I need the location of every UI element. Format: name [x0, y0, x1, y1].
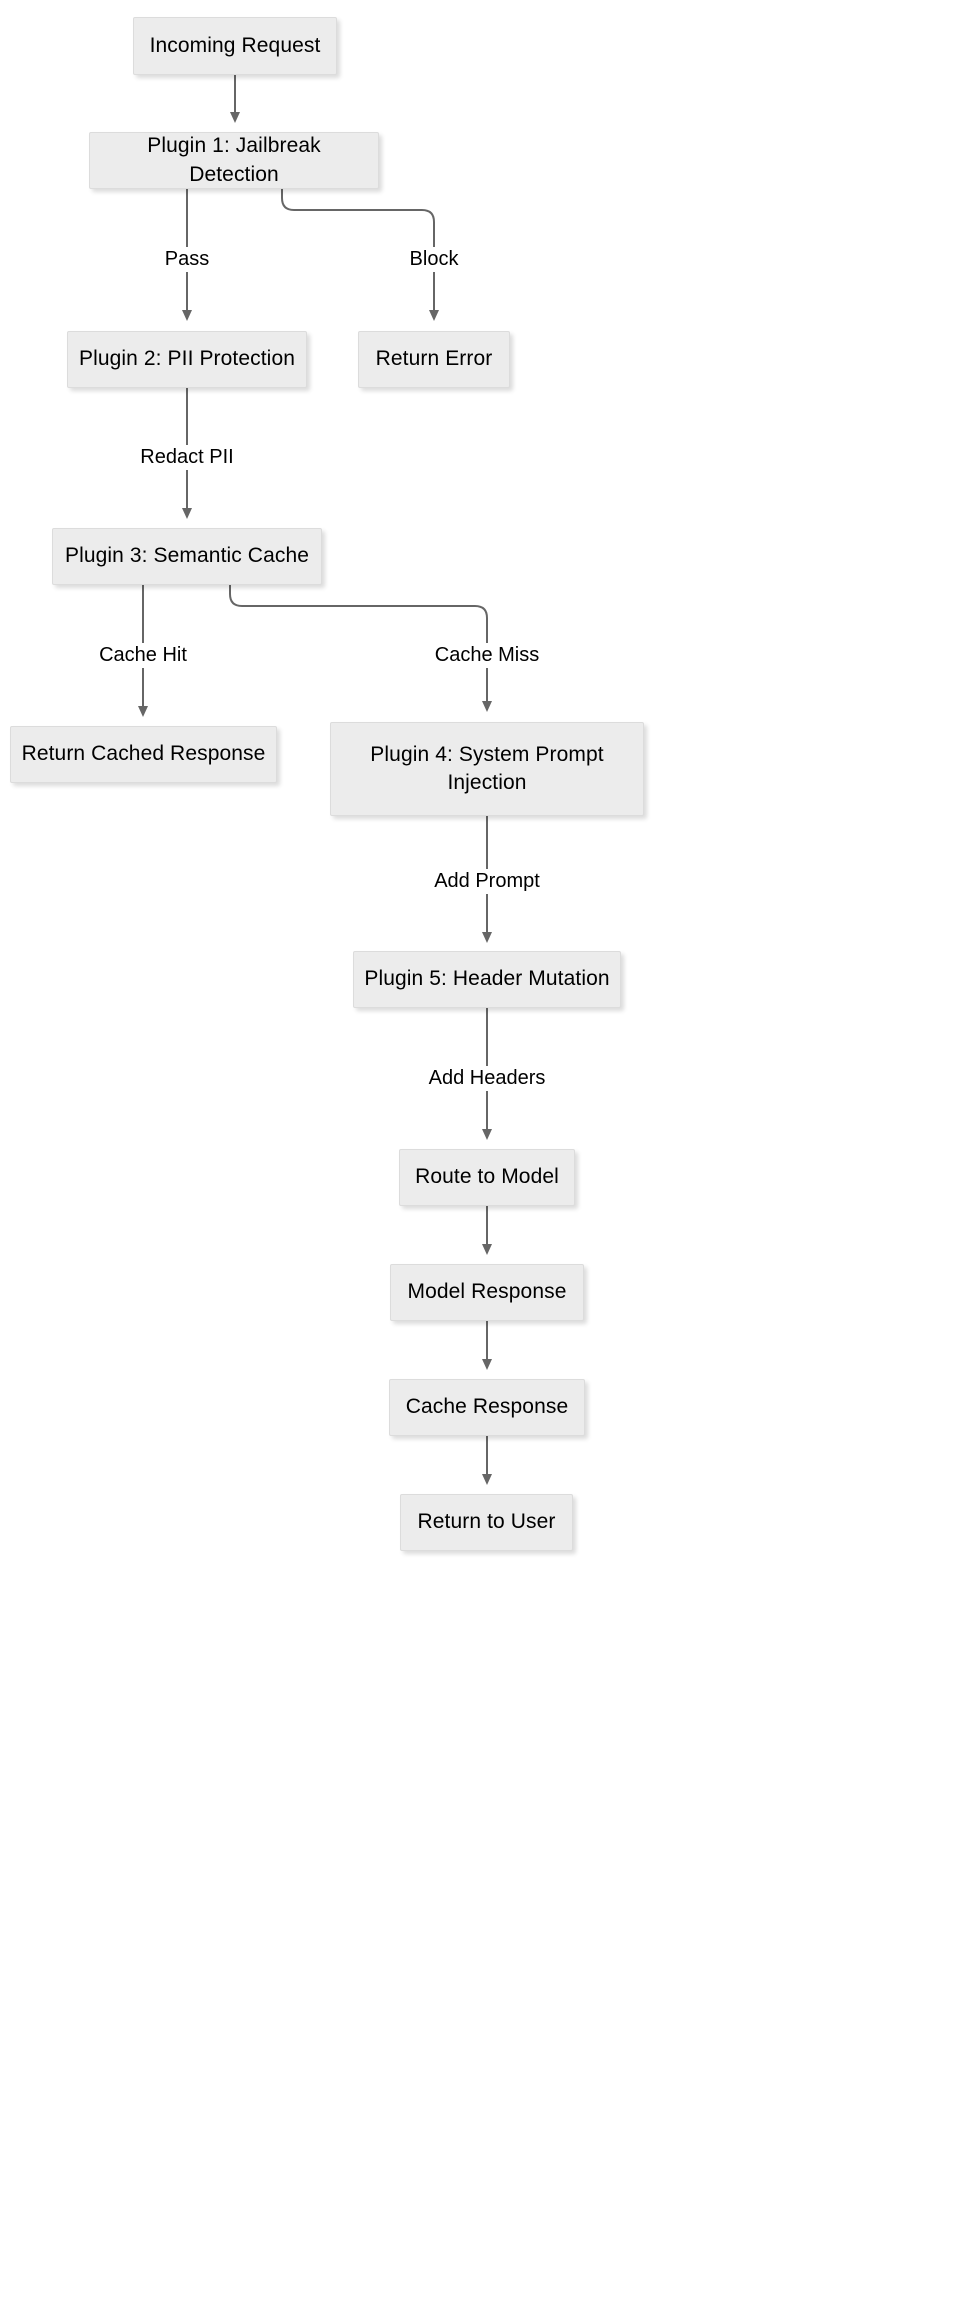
- node-label: Plugin 4: System Prompt Injection: [370, 742, 604, 794]
- edge-label-redact-pii: Redact PII: [135, 445, 239, 470]
- node-label: Incoming Request: [149, 33, 321, 57]
- node-model-response[interactable]: Model Response: [390, 1264, 584, 1321]
- edge-label-block: Block: [404, 247, 464, 272]
- node-route-to-model[interactable]: Route to Model: [399, 1149, 575, 1206]
- node-label: Plugin 2: PII Protection: [78, 347, 296, 371]
- node-label: Plugin 1: Jailbreak Detection: [147, 134, 321, 186]
- node-label: Return Error: [375, 347, 493, 371]
- node-return-cached-response[interactable]: Return Cached Response: [10, 726, 277, 783]
- edge-label-cache-hit: Cache Hit: [94, 643, 192, 668]
- node-plugin3-semantic-cache[interactable]: Plugin 3: Semantic Cache: [52, 528, 322, 585]
- node-incoming-request[interactable]: Incoming Request: [133, 17, 337, 75]
- edge-label-pass: Pass: [159, 247, 215, 272]
- node-plugin4-system-prompt-injection[interactable]: Plugin 4: System Prompt Injection: [330, 722, 644, 816]
- edge-label-add-headers: Add Headers: [423, 1066, 551, 1091]
- node-cache-response[interactable]: Cache Response: [389, 1379, 585, 1436]
- node-return-to-user[interactable]: Return to User: [400, 1494, 573, 1551]
- node-label: Plugin 3: Semantic Cache: [64, 544, 310, 568]
- node-label: Return to User: [417, 1510, 556, 1534]
- node-plugin2-pii-protection[interactable]: Plugin 2: PII Protection: [67, 331, 307, 388]
- node-label: Route to Model: [415, 1165, 559, 1189]
- node-label: Model Response: [407, 1280, 567, 1304]
- node-return-error[interactable]: Return Error: [358, 331, 510, 388]
- edge-label-add-prompt: Add Prompt: [429, 869, 545, 894]
- edge-label-cache-miss: Cache Miss: [429, 643, 545, 668]
- node-label: Plugin 5: Header Mutation: [364, 967, 610, 991]
- node-label: Return Cached Response: [21, 742, 266, 766]
- node-label: Cache Response: [405, 1395, 569, 1419]
- node-plugin5-header-mutation[interactable]: Plugin 5: Header Mutation: [353, 951, 621, 1008]
- node-plugin1-jailbreak-detection[interactable]: Plugin 1: Jailbreak Detection: [89, 132, 379, 189]
